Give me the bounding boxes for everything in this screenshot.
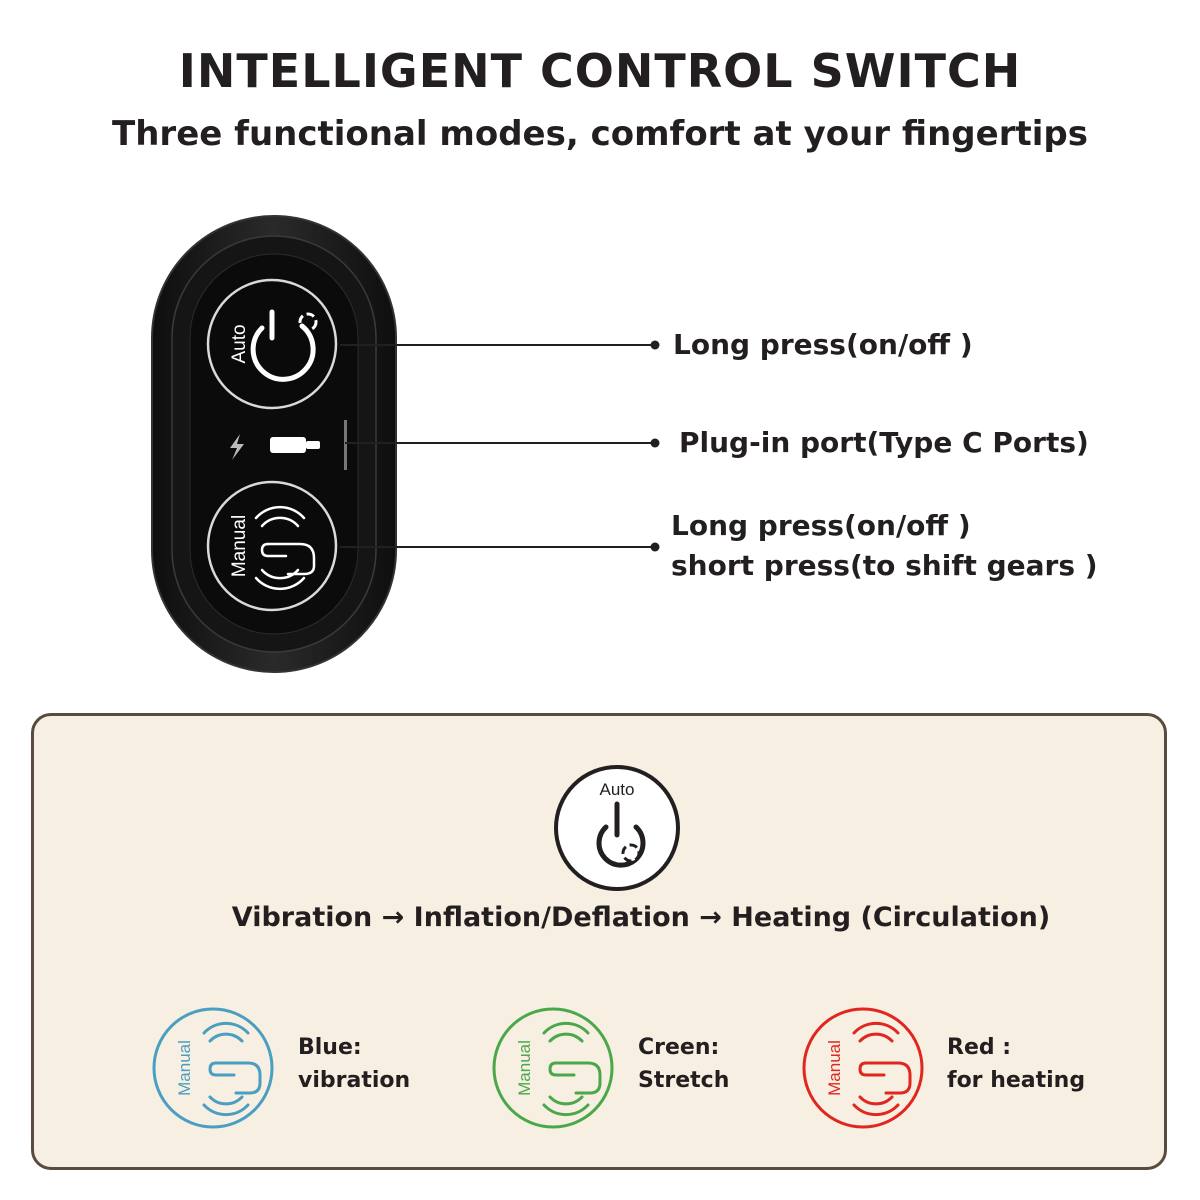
lightning-icon bbox=[230, 434, 244, 460]
callout-port-line: Plug-in port(Type C Ports) bbox=[679, 426, 1089, 459]
callout-power-line: Long press(on/off ) bbox=[673, 328, 973, 361]
callout-lines bbox=[340, 340, 660, 552]
mode-label-green-title: Creen: bbox=[638, 1035, 720, 1060]
hand-press-icon bbox=[492, 1007, 614, 1129]
mode-label-red: Red : for heating bbox=[947, 1031, 1085, 1097]
page-subtitle: Three functional modes, comfort at your … bbox=[112, 114, 1088, 154]
usb-c-port-icon bbox=[270, 437, 320, 453]
mode-icon-blue: Manual bbox=[152, 1007, 274, 1129]
callout-power: Long press(on/off ) bbox=[673, 325, 973, 365]
mode-label-blue: Blue: vibration bbox=[298, 1031, 410, 1097]
hand-press-icon bbox=[254, 505, 316, 591]
callout-manual: Long press(on/off ) short press(to shift… bbox=[671, 506, 1098, 586]
control-switch-device: Auto Manual bbox=[151, 215, 397, 673]
mode-sequence: Vibration → Inflation/Deflation → Heatin… bbox=[231, 902, 1051, 933]
manual-button-label: Manual bbox=[229, 515, 250, 577]
hand-press-icon bbox=[802, 1007, 924, 1129]
mode-icon-red: Manual bbox=[802, 1007, 924, 1129]
mode-icon-green: Manual bbox=[492, 1007, 614, 1129]
page-title: INTELLIGENT CONTROL SWITCH bbox=[178, 44, 1022, 98]
mode-label-blue-title: Blue: bbox=[298, 1035, 362, 1060]
mode-label-red-title: Red : bbox=[947, 1035, 1012, 1060]
mode-label-green-desc: Stretch bbox=[638, 1068, 730, 1093]
mode-label-blue-desc: vibration bbox=[298, 1068, 411, 1093]
manual-button[interactable]: Manual bbox=[206, 480, 338, 612]
power-icon bbox=[250, 309, 318, 382]
auto-mode-icon-label: Auto bbox=[600, 780, 635, 799]
mode-label-red-desc: for heating bbox=[947, 1068, 1086, 1093]
mode-label-green: Creen: Stretch bbox=[638, 1031, 729, 1097]
mode-icon-blue-label: Manual bbox=[175, 1040, 194, 1096]
hand-press-icon bbox=[152, 1007, 274, 1129]
callout-manual-line-2: short press(to shift gears ) bbox=[671, 549, 1098, 582]
callout-port: Plug-in port(Type C Ports) bbox=[679, 423, 1089, 463]
auto-button[interactable]: Auto bbox=[206, 278, 338, 410]
callout-manual-line-1: Long press(on/off ) bbox=[671, 509, 971, 542]
auto-button-label: Auto bbox=[229, 324, 250, 363]
mode-icon-green-label: Manual bbox=[515, 1040, 534, 1096]
mode-icon-red-label: Manual bbox=[825, 1040, 844, 1096]
auto-mode-icon: Auto bbox=[554, 765, 680, 891]
